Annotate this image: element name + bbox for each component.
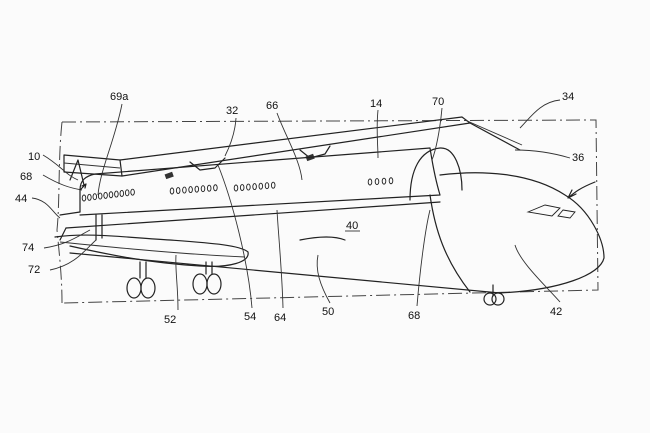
reference-labels: 69a 32 66 14 70 34 36 10 68 44 74 72 40 … bbox=[15, 91, 584, 326]
window bbox=[239, 184, 245, 191]
window bbox=[188, 186, 193, 194]
label-44: 44 bbox=[15, 193, 27, 205]
window bbox=[108, 191, 114, 199]
label-36: 36 bbox=[572, 152, 584, 164]
label-72: 72 bbox=[28, 264, 40, 276]
window bbox=[200, 185, 206, 193]
label-10: 10 bbox=[28, 151, 40, 163]
window bbox=[92, 193, 98, 201]
window bbox=[258, 182, 264, 190]
window bbox=[264, 182, 270, 190]
window bbox=[233, 184, 239, 192]
label-68-left: 68 bbox=[20, 171, 32, 183]
window bbox=[97, 192, 103, 200]
wing bbox=[54, 214, 346, 267]
window bbox=[87, 193, 92, 201]
window bbox=[206, 184, 212, 192]
label-32: 32 bbox=[226, 105, 238, 117]
window bbox=[194, 185, 200, 193]
roof-panel bbox=[63, 116, 523, 180]
label-66: 66 bbox=[266, 100, 278, 112]
window bbox=[381, 177, 387, 185]
window bbox=[213, 184, 218, 192]
cabin-module bbox=[65, 147, 463, 229]
label-54: 54 bbox=[244, 311, 256, 323]
window bbox=[103, 191, 108, 199]
window bbox=[388, 177, 394, 185]
window bbox=[169, 187, 175, 195]
window bbox=[124, 189, 130, 197]
label-64: 64 bbox=[274, 312, 286, 324]
label-50: 50 bbox=[322, 306, 334, 318]
window bbox=[367, 178, 373, 186]
label-14: 14 bbox=[370, 98, 382, 110]
window bbox=[374, 178, 380, 186]
label-68-bottom: 68 bbox=[408, 310, 420, 322]
label-40: 40 bbox=[346, 220, 358, 232]
window bbox=[246, 183, 251, 191]
window bbox=[175, 187, 181, 194]
window bbox=[114, 190, 119, 198]
label-74: 74 bbox=[22, 242, 34, 254]
window bbox=[81, 194, 87, 202]
label-42: 42 bbox=[550, 306, 562, 318]
module-boundary bbox=[56, 119, 599, 304]
label-52: 52 bbox=[164, 314, 176, 326]
window bbox=[270, 181, 276, 189]
window bbox=[252, 183, 257, 191]
leader-lines bbox=[31, 99, 596, 311]
window bbox=[119, 190, 125, 197]
fuselage bbox=[59, 159, 605, 294]
label-34: 34 bbox=[562, 91, 574, 103]
window bbox=[130, 188, 135, 196]
windows bbox=[81, 177, 394, 202]
label-69a: 69a bbox=[110, 91, 129, 103]
label-70: 70 bbox=[432, 96, 444, 108]
window bbox=[182, 186, 187, 194]
landing-gear bbox=[126, 261, 505, 306]
